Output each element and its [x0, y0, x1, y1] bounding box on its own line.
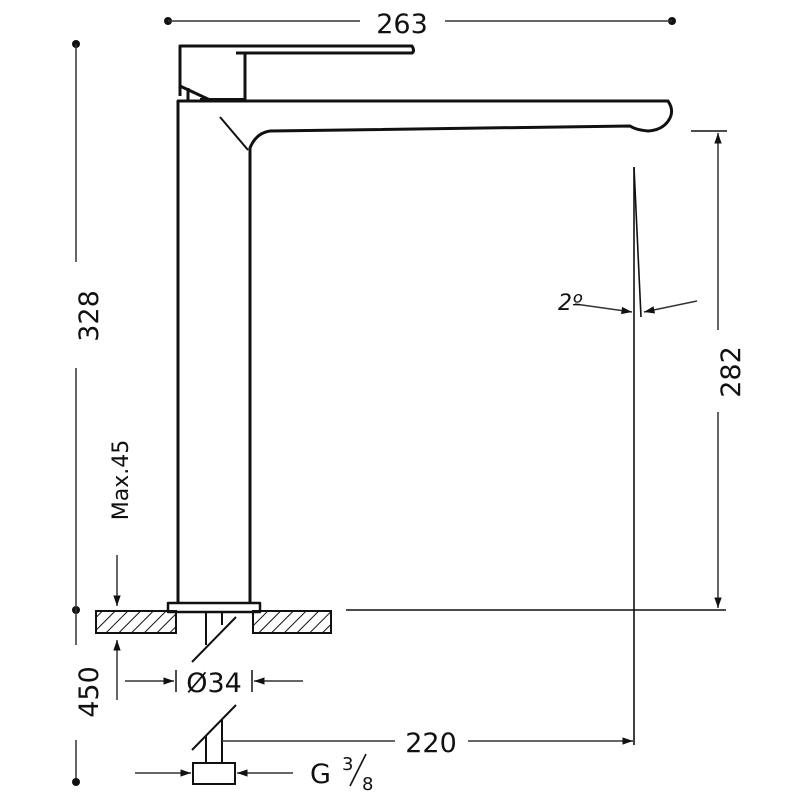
- width-label: 263: [376, 9, 428, 40]
- height-label: 328: [74, 290, 105, 342]
- hose-length-label: 450: [74, 666, 105, 718]
- hose-length-dimension: 450: [72, 610, 105, 786]
- connection-dimension: G 3 8: [135, 753, 373, 795]
- angle-label: 2º: [558, 291, 583, 316]
- height-dimension: 328: [72, 40, 105, 614]
- reach-dimension: 220: [222, 728, 633, 759]
- supply-hoses: [191, 612, 237, 785]
- faucet-outline: [166, 44, 674, 614]
- max-thickness-label: Max.45: [109, 440, 134, 520]
- spout-height-label: 282: [716, 346, 747, 398]
- connection-numerator: 3: [342, 754, 353, 775]
- deck-section: [95, 610, 332, 634]
- diameter-label: Ø34: [186, 668, 242, 699]
- flow-axis: 2º: [346, 166, 726, 745]
- connection-denominator: 8: [362, 774, 373, 795]
- deck-thickness-dimension: Max.45: [109, 440, 134, 700]
- diameter-dimension: Ø34: [125, 668, 303, 699]
- width-dimension: 263: [164, 9, 676, 40]
- connection-label: G: [310, 759, 331, 790]
- spout-height-dimension: 282: [691, 130, 747, 608]
- reach-label: 220: [405, 728, 457, 759]
